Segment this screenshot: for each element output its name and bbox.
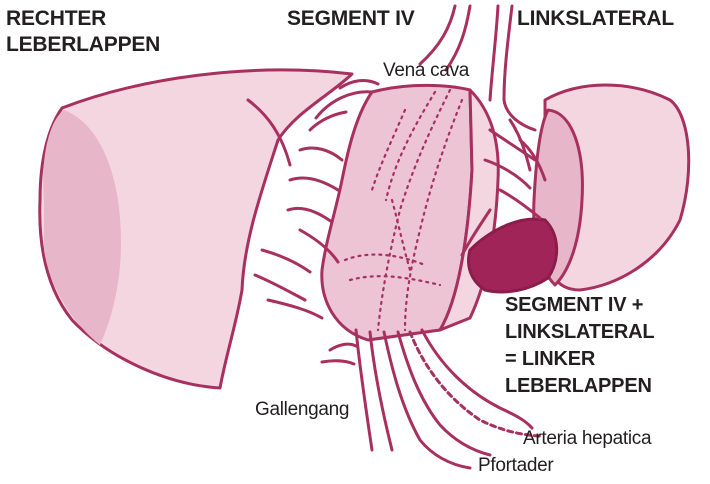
header-right-lobe-line2: LEBERLAPPEN bbox=[6, 32, 160, 58]
segment-iv bbox=[322, 85, 472, 340]
header-left-lobe: SEGMENT IV + LINKSLATERAL = LINKER LEBER… bbox=[505, 292, 654, 400]
label-pfortader: Pfortader bbox=[478, 455, 553, 477]
label-gallengang: Gallengang bbox=[255, 399, 349, 421]
header-left-lobe-line4: LEBERLAPPEN bbox=[505, 373, 654, 400]
header-right-lobe: RECHTER LEBERLAPPEN bbox=[6, 6, 160, 58]
header-linkslateral: LINKSLATERAL bbox=[517, 6, 674, 32]
header-right-lobe-line1: RECHTER bbox=[6, 6, 160, 32]
label-arteria-hepatica: Arteria hepatica bbox=[523, 428, 651, 450]
header-left-lobe-line3: = LINKER bbox=[505, 346, 654, 373]
header-left-lobe-line2: LINKSLATERAL bbox=[505, 319, 654, 346]
label-vena-cava: Vena cava bbox=[383, 60, 469, 82]
header-segment-iv: SEGMENT IV bbox=[287, 6, 415, 32]
header-left-lobe-line1: SEGMENT IV + bbox=[505, 292, 654, 319]
